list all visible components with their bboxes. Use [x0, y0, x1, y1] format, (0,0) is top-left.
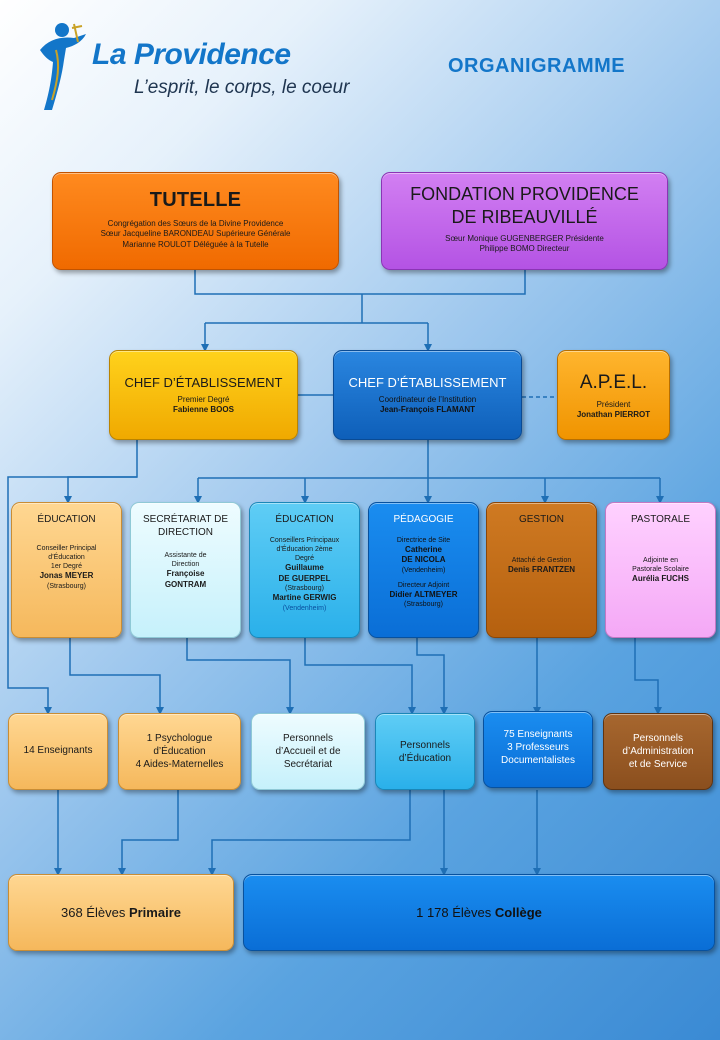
- staff-psy-line-2: d’Éducation: [153, 746, 206, 757]
- pedagogie-role-1: Directrice de Site: [396, 537, 451, 544]
- eleves-primaire-count: 368 Élèves: [61, 905, 126, 920]
- secretariat-box: SECRÉTARIAT DE DIRECTION Assistante de D…: [130, 502, 241, 638]
- pedagogie-name-2: DE NICOLA: [401, 555, 446, 565]
- staff-admin-line-2: d’Administration: [622, 746, 694, 757]
- pedagogie-place-1: (Vendenheim): [401, 566, 446, 574]
- pastorale-box: PASTORALE Adjointe en Pastorale Scolaire…: [605, 502, 716, 638]
- gestion-box: GESTION Attaché de Gestion Denis FRANTZE…: [486, 502, 597, 638]
- pastorale-title: PASTORALE: [630, 514, 691, 525]
- education-2-place-1: (Strasbourg): [285, 585, 324, 593]
- pedagogie-box: PÉDAGOGIE Directrice de Site Catherine D…: [368, 502, 479, 638]
- chef-premier-role: Premier Degré: [177, 394, 230, 404]
- gestion-name: Denis FRANTZEN: [507, 565, 576, 575]
- chef-coord-name: Jean-François FLAMANT: [379, 405, 476, 415]
- staff-accueil: Personnels d’Accueil et de Secrétariat: [251, 713, 365, 790]
- education-2-role-1: Conseillers Principaux: [269, 537, 340, 544]
- staff-accueil-line-1: Personnels: [282, 733, 334, 744]
- education-2-role-2: d’Éducation 2ème: [276, 546, 333, 554]
- chef-premier-box: CHEF D’ÉTABLISSEMENT Premier Degré Fabie…: [109, 350, 298, 440]
- fondation-title-1: FONDATION PROVIDENCE: [410, 184, 639, 204]
- pedagogie-title: PÉDAGOGIE: [393, 514, 454, 525]
- page-title: ORGANIGRAMME: [448, 55, 626, 77]
- staff-admin-line-1: Personnels: [632, 733, 684, 744]
- tutelle-line-3: Marianne ROULOT Déléguée à la Tutelle: [122, 239, 269, 249]
- staff-administration: Personnels d’Administration et de Servic…: [603, 713, 713, 790]
- fondation-line-2: Philippe BOMO Directeur: [479, 244, 570, 254]
- secretariat-name-1: Françoise: [166, 569, 205, 579]
- pedagogie-role-2: Directeur Adjoint: [397, 581, 450, 589]
- tutelle-box: TUTELLE Congrégation des Sœurs de la Div…: [52, 172, 339, 270]
- pedagogie-place-2: (Strasbourg): [404, 601, 443, 609]
- apel-box: A.P.E.L. Président Jonathan PIERROT: [557, 350, 670, 440]
- tutelle-title: TUTELLE: [149, 189, 242, 211]
- staff-psy-line-3: 4 Aides-Maternelles: [135, 759, 224, 770]
- gestion-role: Attaché de Gestion: [511, 557, 572, 564]
- fondation-title-2: DE RIBEAUVILLÉ: [451, 207, 598, 228]
- eleves-primaire-box: 368 Élèves Primaire: [8, 874, 234, 951]
- staff-enseignants-75: 75 Enseignants 3 Professeurs Documentali…: [483, 711, 593, 788]
- staff-accueil-line-2: d’Accueil et de: [275, 746, 341, 757]
- tutelle-line-1: Congrégation des Sœurs de la Divine Prov…: [107, 219, 284, 228]
- secretariat-title-1: SECRÉTARIAT DE: [142, 514, 228, 525]
- education-1-place: (Strasbourg): [47, 582, 86, 590]
- staff-psy-line-1: 1 Psychologue: [146, 733, 213, 744]
- staff-enseignants-14-label: 14 Enseignants: [23, 745, 93, 756]
- pedagogie-name-3: Didier ALTMEYER: [389, 590, 458, 600]
- chef-coord-title: CHEF D’ÉTABLISSEMENT: [348, 375, 507, 390]
- education-1-name: Jonas MEYER: [39, 571, 94, 581]
- fondation-line-1: Sœur Monique GUGENBERGER Présidente: [445, 233, 604, 243]
- gestion-title: GESTION: [518, 514, 564, 525]
- chef-coord-role: Coordinateur de l’Institution: [378, 394, 477, 404]
- staff-educ-line-2: d’Éducation: [398, 753, 452, 764]
- logo-tagline: L’esprit, le corps, le coeur: [134, 77, 350, 98]
- education-2-box: ÉDUCATION Conseillers Principaux d’Éduca…: [249, 502, 360, 638]
- education-2-role-3: Degré: [294, 555, 315, 563]
- education-1-box: ÉDUCATION Conseiller Principal d’Éducati…: [11, 502, 122, 638]
- tutelle-line-2: Sœur Jacqueline BARONDEAU Supérieure Gén…: [100, 229, 291, 239]
- education-2-name-1: Guillaume: [285, 563, 324, 573]
- logo-figure-icon: [40, 23, 86, 110]
- staff-enseignants-14: 14 Enseignants: [8, 713, 108, 790]
- apel-name: Jonathan PIERROT: [576, 410, 651, 420]
- pastorale-role-1: Adjointe en: [642, 557, 679, 564]
- staff-accueil-line-3: Secrétariat: [283, 759, 333, 770]
- secretariat-title-2: DIRECTION: [158, 527, 213, 538]
- staff-admin-line-3: et de Service: [628, 759, 688, 770]
- pastorale-name: Aurélia FUCHS: [632, 574, 689, 584]
- secretariat-role-2: Direction: [171, 561, 200, 569]
- education-1-title: ÉDUCATION: [37, 514, 96, 525]
- eleves-college-label: Collège: [494, 905, 542, 920]
- staff-ens75-line-3: Documentalistes: [501, 755, 575, 766]
- staff-educ-line-1: Personnels: [399, 740, 451, 751]
- pedagogie-name-1: Catherine: [405, 545, 442, 555]
- education-1-role-2: 1er Degré: [50, 563, 83, 571]
- secretariat-role-1: Assistante de: [164, 552, 207, 559]
- apel-title: A.P.E.L.: [579, 372, 648, 393]
- staff-education: Personnels d’Éducation: [375, 713, 475, 790]
- fondation-box: FONDATION PROVIDENCE DE RIBEAUVILLÉ Sœur…: [381, 172, 668, 270]
- eleves-college-count: 1 178 Élèves: [416, 905, 492, 920]
- eleves-primaire-label: Primaire: [128, 905, 181, 920]
- chef-premier-title: CHEF D’ÉTABLISSEMENT: [124, 375, 283, 390]
- logo-title: La Providence: [92, 38, 291, 71]
- eleves-college-box: 1 178 Élèves Collège: [243, 874, 715, 951]
- education-2-name-2: DE GUERPEL: [278, 573, 331, 583]
- chef-premier-name: Fabienne BOOS: [173, 405, 234, 415]
- education-1-role-1: Conseiller Principal d’Éducation: [36, 545, 97, 562]
- education-2-place-2: (Vendenheim): [282, 604, 327, 612]
- secretariat-name-2: GONTRAM: [164, 579, 207, 589]
- pastorale-role-2: Pastorale Scolaire: [632, 566, 689, 574]
- chef-coord-box: CHEF D’ÉTABLISSEMENT Coordinateur de l’I…: [333, 350, 522, 440]
- education-2-title: ÉDUCATION: [275, 514, 334, 525]
- apel-role: Président: [596, 399, 631, 409]
- staff-ens75-line-2: 3 Professeurs: [507, 742, 569, 753]
- staff-ens75-line-1: 75 Enseignants: [503, 729, 573, 740]
- education-2-name-3: Martine GERWIG: [272, 593, 337, 603]
- staff-psychologue: 1 Psychologue d’Éducation 4 Aides-Matern…: [118, 713, 241, 790]
